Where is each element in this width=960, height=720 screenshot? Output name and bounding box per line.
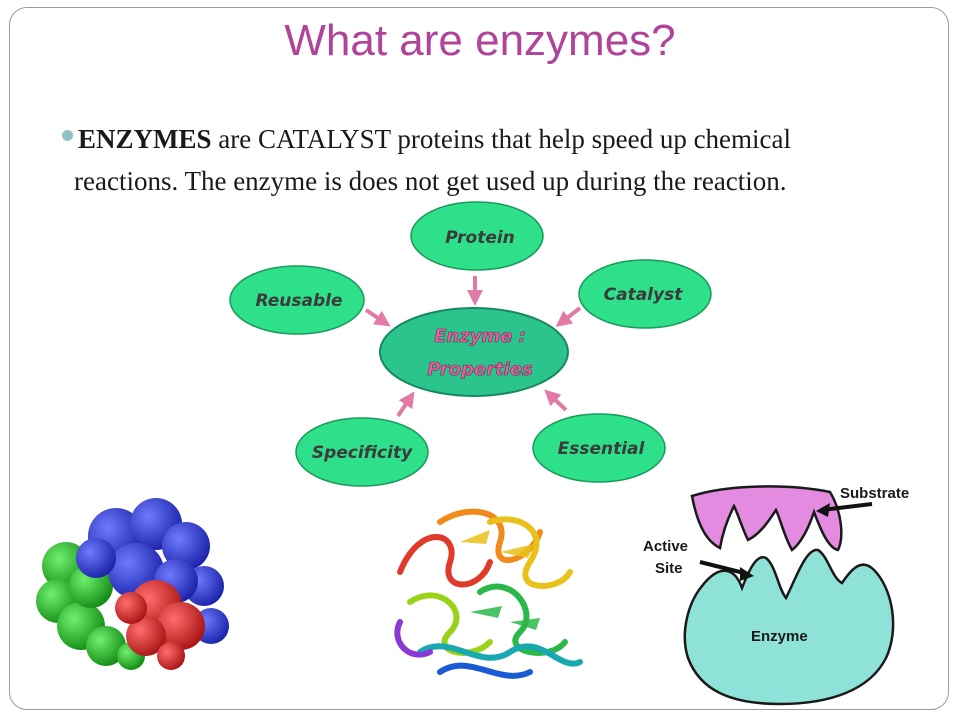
slide-frame — [9, 7, 949, 710]
protein-spacefill-image — [36, 498, 229, 670]
arrow-essential — [544, 389, 568, 412]
svg-text:Essential: Essential — [558, 439, 646, 459]
svg-text:Properties: Properties — [427, 359, 533, 380]
enzyme-shape — [683, 548, 895, 706]
bullet-marker — [62, 130, 73, 141]
svg-text:Reusable: Reusable — [256, 291, 343, 311]
node-catalyst: Catalyst — [578, 259, 712, 329]
node-protein: Protein — [410, 201, 544, 271]
arrow-reusable — [364, 308, 391, 327]
bullet-text: ENZYMES are CATALYST proteins that help … — [74, 118, 938, 202]
bullet-line2: reactions. The enzyme is does not get us… — [74, 166, 787, 196]
node-essential: Essential — [532, 413, 666, 483]
enzyme-substrate-illustration: Substrate Active Site Enzyme — [643, 485, 909, 706]
svg-text:Specificity: Specificity — [312, 443, 413, 463]
arrow-catalyst — [555, 306, 582, 327]
bullet-line1: are CATALYST proteins that help speed up… — [211, 124, 792, 154]
substrate-shape — [690, 485, 843, 552]
slide-title: What are enzymes? — [284, 16, 676, 65]
node-center: Enzyme : Properties — [379, 307, 569, 397]
label-enzyme: Enzyme — [751, 628, 808, 645]
svg-text:Enzyme :: Enzyme : — [434, 326, 526, 347]
node-reusable: Reusable — [229, 265, 365, 335]
label-site: Site — [655, 560, 683, 577]
label-active: Active — [643, 538, 688, 555]
bullet-emphasis: ENZYMES — [78, 124, 212, 154]
label-substrate: Substrate — [840, 485, 909, 502]
svg-text:Catalyst: Catalyst — [604, 285, 684, 305]
protein-ribbon-image — [394, 508, 583, 679]
node-specificity: Specificity — [295, 417, 429, 487]
arrow-specificity — [396, 391, 415, 418]
svg-text:Protein: Protein — [445, 228, 515, 248]
